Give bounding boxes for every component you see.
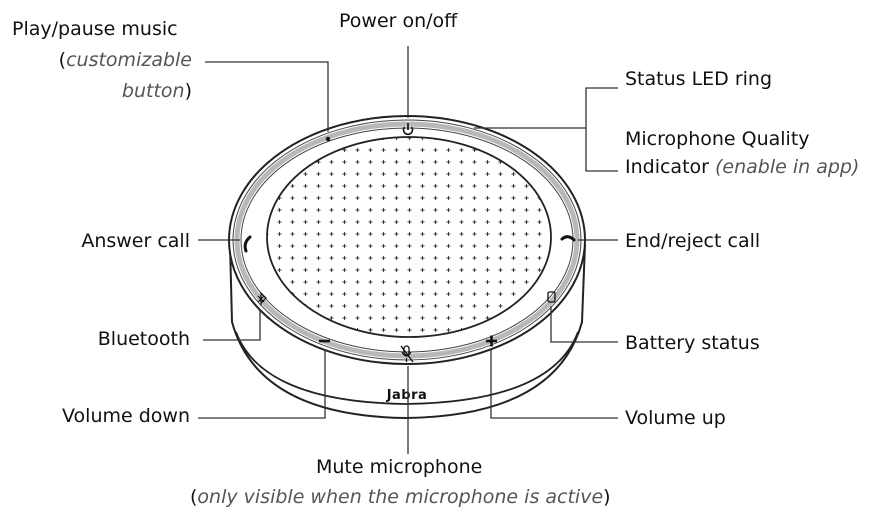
- label-play-pause: Play/pause music: [12, 18, 178, 40]
- play-pause-button[interactable]: [325, 136, 331, 142]
- power-icon[interactable]: [402, 123, 414, 136]
- label-power: Power on/off: [339, 10, 458, 32]
- brand-logo: Jabra: [386, 388, 428, 403]
- leader-lines: [198, 46, 618, 454]
- phone-end-icon[interactable]: [560, 235, 576, 242]
- label-end-call: End/reject call: [625, 230, 761, 252]
- label-answer-call: Answer call: [81, 230, 190, 252]
- label-volume-down: Volume down: [62, 405, 190, 427]
- mute-note: only visible when the microphone is acti…: [197, 486, 604, 508]
- mic-quality-note: (enable in app): [715, 156, 860, 178]
- label-play-pause-note-1: (customizable: [58, 49, 192, 71]
- label-mic-quality-1: Microphone Quality: [625, 128, 810, 150]
- label-mic-quality-2: Indicator (enable in app): [625, 156, 860, 178]
- play-pause-note-1: customizable: [66, 49, 192, 71]
- label-mute: Mute microphone: [316, 456, 483, 478]
- label-battery: Battery status: [625, 332, 760, 354]
- label-volume-up: Volume up: [625, 407, 726, 429]
- battery-icon: [547, 291, 556, 303]
- speaker-grille: [266, 136, 552, 338]
- label-status-led: Status LED ring: [625, 68, 773, 90]
- plus-icon[interactable]: [486, 335, 497, 347]
- play-pause-note-2: button: [121, 80, 185, 102]
- label-play-pause-note-2: button): [121, 80, 192, 102]
- microphone-mute-icon: [400, 345, 414, 363]
- phone-answer-icon[interactable]: [243, 235, 252, 253]
- bluetooth-icon[interactable]: [257, 291, 267, 305]
- label-bluetooth: Bluetooth: [97, 328, 190, 350]
- label-mute-note: (only visible when the microphone is act…: [190, 486, 611, 508]
